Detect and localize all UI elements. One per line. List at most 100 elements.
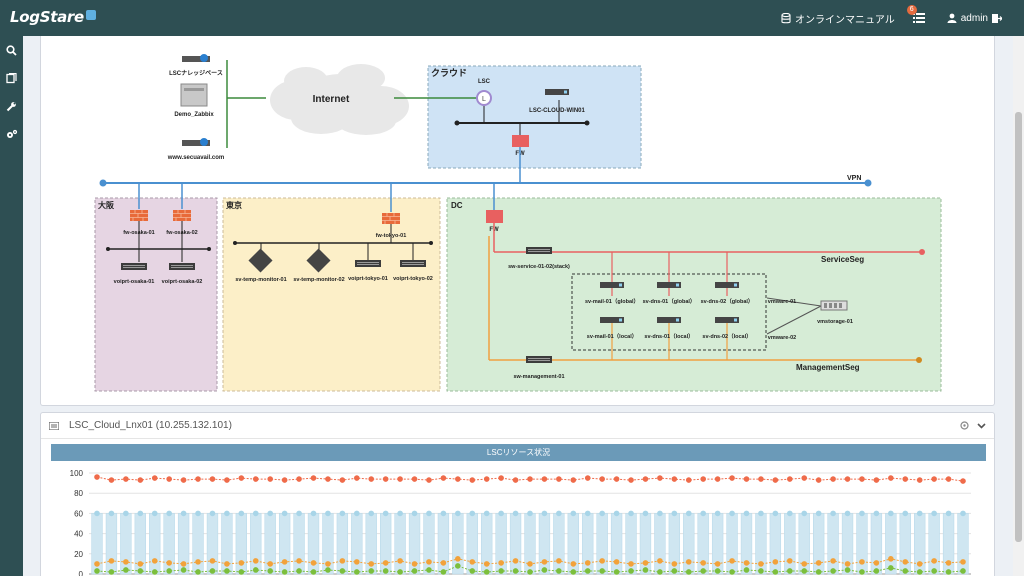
data-point: [180, 510, 187, 517]
notifications-button[interactable]: 6: [906, 5, 929, 23]
voiprt-osaka-02-node[interactable]: voiprt-osaka-02: [162, 263, 203, 285]
data-point: [296, 558, 302, 564]
data-point: [685, 510, 692, 517]
vmstorage-node[interactable]: vmstorage-01: [817, 300, 853, 325]
user-menu[interactable]: admin: [947, 13, 1006, 24]
voiprt-osaka-01-node[interactable]: voiprt-osaka-01: [114, 263, 155, 285]
data-point: [180, 567, 187, 573]
top-nav: オンラインマニュアル 6 admin: [781, 0, 1024, 36]
data-point: [960, 510, 966, 517]
area-bar: [278, 513, 291, 575]
sv-mail-global-node[interactable]: sv-mail-01（global）: [585, 282, 639, 305]
sv-dns02-global-node[interactable]: sv-dns-02（global）: [701, 282, 754, 305]
sv-temp-monitor-02-node[interactable]: sv-temp-monitor-02: [293, 248, 345, 283]
data-point: [354, 559, 360, 565]
data-point: [859, 569, 865, 575]
network-map-panel: Internet LSCナレッジベース Demo_Zabbix www.secu…: [40, 36, 995, 406]
data-point: [945, 510, 952, 517]
svg-text:voiprt-osaka-01: voiprt-osaka-01: [114, 279, 155, 285]
data-point: [642, 510, 649, 517]
data-point: [411, 561, 418, 567]
vmware-02-node[interactable]: vmware-02: [768, 335, 796, 341]
secuavail-node[interactable]: www.secuavail.com: [167, 138, 224, 161]
data-point: [166, 476, 172, 482]
data-point: [397, 569, 403, 575]
area-bar: [784, 513, 796, 575]
cloud-zone-label: クラウド: [431, 68, 467, 78]
data-point: [628, 477, 634, 483]
data-point: [224, 510, 230, 517]
voiprt-tokyo-01-node[interactable]: voiprt-tokyo-01: [348, 260, 388, 282]
page-scrollbar[interactable]: [1013, 36, 1024, 576]
sidebar-item-search[interactable]: [0, 36, 23, 64]
data-point: [671, 510, 678, 517]
fw-osaka-02-node[interactable]: fw-osaka-02: [166, 209, 198, 236]
chevron-down-icon[interactable]: [977, 421, 986, 430]
data-point: [556, 558, 562, 564]
lsc-knowledge-node[interactable]: LSCナレッジベース: [169, 54, 223, 77]
sidebar-item-settings[interactable]: [0, 120, 23, 148]
svg-text:L: L: [482, 96, 486, 103]
svg-text:sw-service-01-02(stack): sw-service-01-02(stack): [508, 264, 570, 270]
online-manual-label: オンラインマニュアル: [795, 14, 895, 26]
data-point: [758, 561, 764, 567]
fw-osaka-01-node[interactable]: fw-osaka-01: [123, 209, 155, 236]
sv-mail-local-node[interactable]: sv-mail-01（local）: [587, 317, 637, 340]
scrollbar-thumb[interactable]: [1015, 112, 1022, 542]
data-point: [830, 476, 836, 482]
area-bar: [351, 513, 363, 575]
data-point: [224, 561, 230, 567]
data-point: [685, 559, 692, 565]
management-seg-label: ManagementSeg: [796, 363, 860, 372]
data-point: [483, 510, 490, 517]
area-bar: [149, 513, 161, 575]
data-point: [700, 568, 706, 574]
data-point: [137, 510, 144, 517]
data-point: [440, 510, 447, 517]
data-point: [195, 559, 201, 565]
lsc-node[interactable]: L LSC: [476, 79, 492, 106]
sv-temp-monitor-01-node[interactable]: sv-temp-monitor-01: [235, 248, 287, 283]
data-point: [209, 568, 216, 574]
lsc-cloud-win01-node[interactable]: LSC-CLOUD-WIN01: [529, 89, 585, 114]
fw-tokyo-01-node[interactable]: fw-tokyo-01: [376, 212, 407, 239]
data-point: [267, 510, 273, 517]
data-point: [743, 510, 750, 517]
sv-dns01-local-node[interactable]: sv-dns-01（local）: [644, 317, 694, 340]
svg-text:sv-mail-01（local）: sv-mail-01（local）: [587, 332, 637, 340]
data-point: [743, 560, 750, 566]
logo[interactable]: LogStare: [10, 8, 96, 26]
online-manual-link[interactable]: オンラインマニュアル: [781, 11, 895, 26]
data-point: [830, 510, 836, 517]
sv-dns02-local-node[interactable]: sv-dns-02（local）: [702, 317, 752, 340]
demo-zabbix-node[interactable]: Demo_Zabbix: [174, 83, 214, 118]
data-point: [180, 561, 187, 567]
data-point: [729, 510, 735, 517]
chart-plot: 0204060801003336394245485154570003060912…: [70, 469, 971, 576]
area-bar: [206, 513, 219, 575]
data-point: [354, 569, 360, 575]
vmware-01-node[interactable]: vmware-01: [768, 299, 796, 305]
svg-text:voiprt-osaka-02: voiprt-osaka-02: [162, 279, 203, 285]
sv-dns01-global-node[interactable]: sv-dns-01（global）: [643, 282, 696, 305]
data-point: [815, 510, 822, 517]
data-point: [859, 510, 865, 517]
area-bar: [654, 513, 666, 575]
data-point: [469, 477, 476, 483]
sidebar-item-tools[interactable]: [0, 92, 23, 120]
settings-icon[interactable]: [960, 421, 969, 430]
data-point: [94, 510, 100, 517]
sw-service-node[interactable]: sw-service-01-02(stack): [508, 247, 570, 270]
data-point: [310, 560, 317, 566]
area-bar: [899, 513, 911, 575]
tokyo-zone: [222, 197, 441, 392]
area-bar: [336, 513, 349, 575]
sidebar-item-book[interactable]: [0, 64, 23, 92]
area-bar: [928, 513, 940, 575]
svg-text:fw-osaka-01: fw-osaka-01: [123, 230, 155, 236]
svg-text:sv-temp-monitor-02: sv-temp-monitor-02: [293, 277, 344, 283]
sw-management-node[interactable]: sw-management-01: [513, 356, 565, 380]
voiprt-tokyo-02-node[interactable]: voiprt-tokyo-02: [393, 260, 433, 282]
data-point: [483, 569, 490, 575]
data-point: [599, 558, 605, 564]
